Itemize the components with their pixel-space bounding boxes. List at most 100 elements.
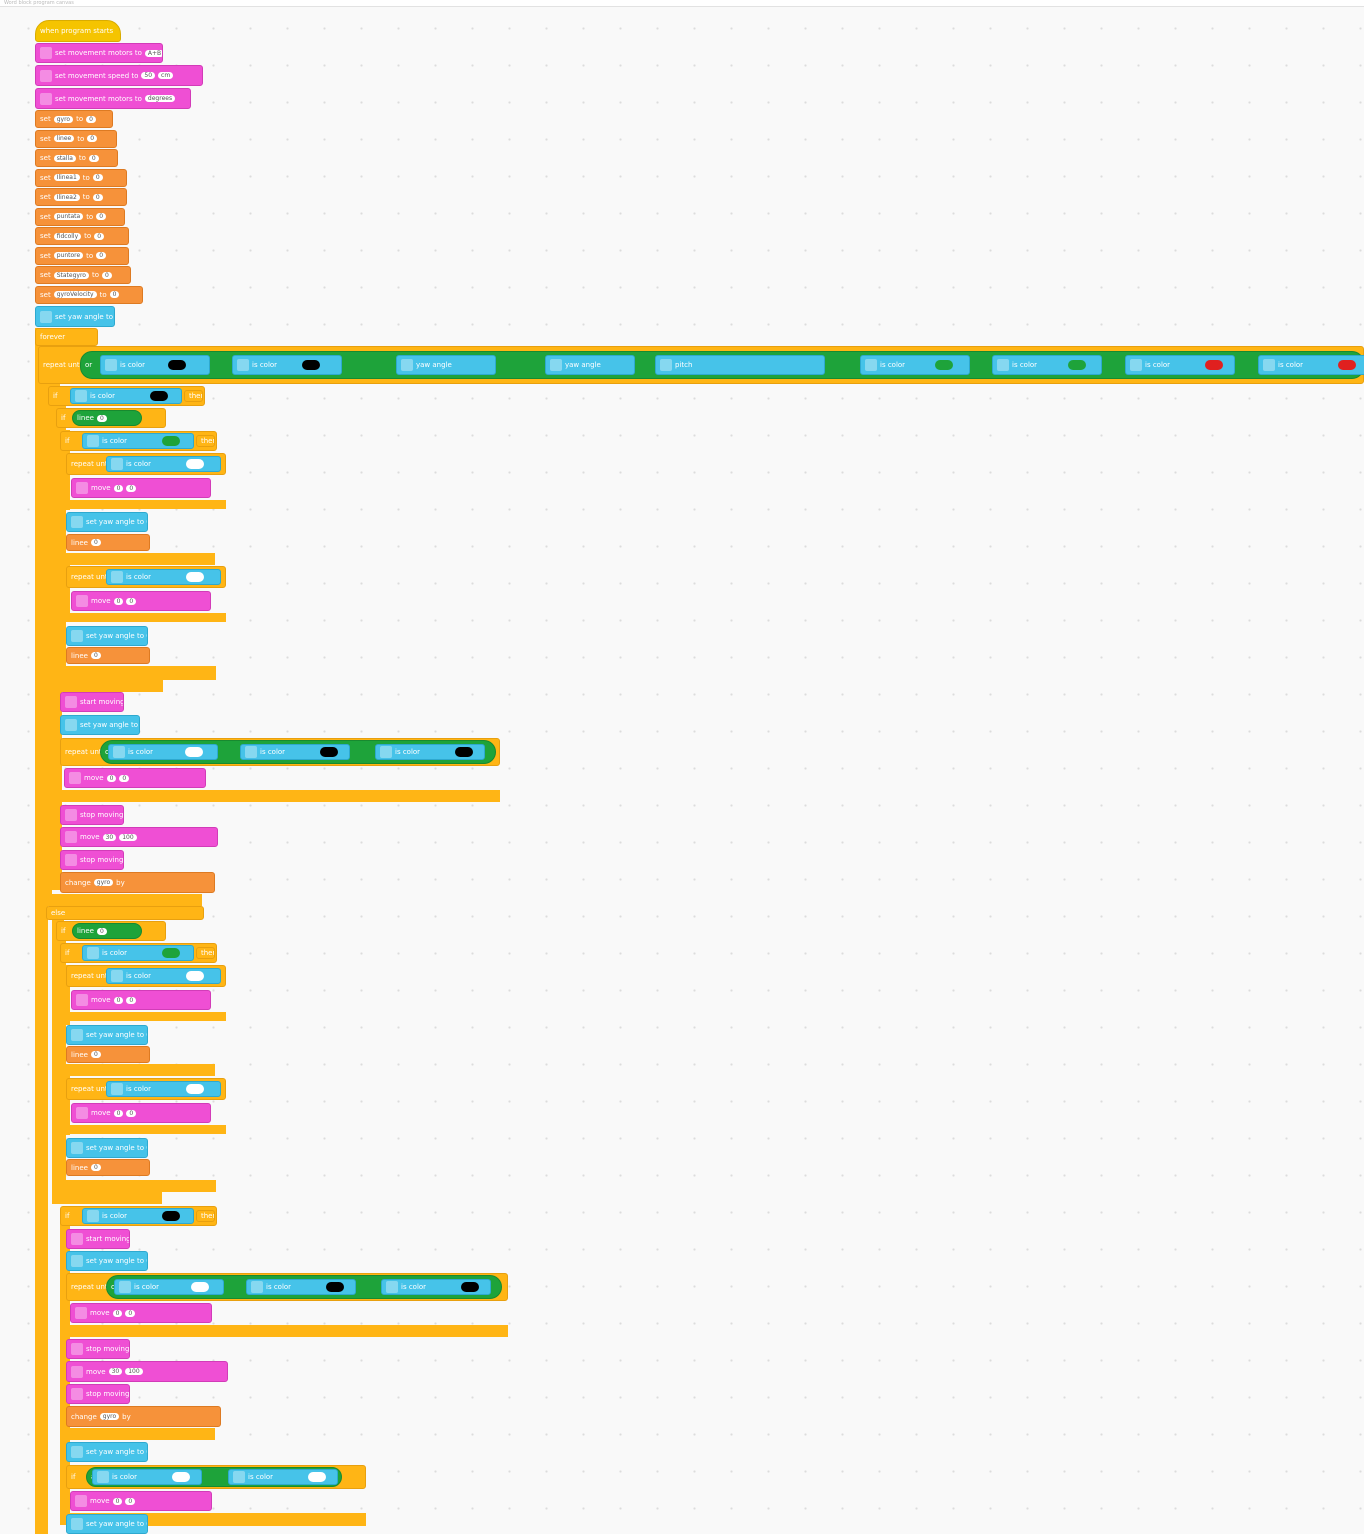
block-input[interactable]: Ilinea1 — [53, 174, 80, 181]
block-input[interactable]: gyro — [53, 115, 74, 123]
color-swatch-black[interactable] — [302, 360, 320, 370]
block-input[interactable]: 0 — [126, 1109, 137, 1117]
block-input[interactable]: puntore — [53, 252, 84, 259]
block-input[interactable]: 0 — [96, 213, 107, 220]
color-swatch-red[interactable] — [1205, 360, 1223, 370]
stop-moving-block[interactable]: stop moving — [60, 850, 124, 870]
reset-yaw-block[interactable]: set yaw angle to 0 — [60, 715, 140, 735]
block-input[interactable]: 0 — [92, 193, 103, 201]
block-input[interactable]: cm — [158, 72, 174, 79]
block-input[interactable]: 30 — [102, 833, 117, 841]
reset-yaw-block[interactable]: set yaw angle to 0 — [66, 1514, 148, 1534]
block-input[interactable]: gyro — [93, 879, 114, 886]
block-input[interactable]: puntata — [53, 213, 84, 220]
yaw-angle-reporter[interactable]: yaw angle — [396, 355, 496, 375]
color-swatch-white[interactable] — [186, 572, 204, 582]
then-label[interactable]: then — [196, 435, 215, 447]
block-input[interactable]: Ilinea2 — [53, 193, 80, 201]
color-swatch-white[interactable] — [186, 459, 204, 469]
forever-block[interactable]: forever — [35, 328, 98, 346]
block-input[interactable]: 0 — [90, 1164, 101, 1171]
block-input[interactable]: 100 — [119, 833, 137, 841]
reset-yaw-block[interactable]: set yaw angle to 0 — [66, 1025, 148, 1045]
block-input[interactable]: 0 — [109, 291, 120, 298]
color-sensor-condition[interactable]: is color — [232, 355, 342, 375]
stop-moving-block[interactable]: stop moving — [66, 1339, 130, 1359]
block-input[interactable]: 0 — [113, 597, 124, 605]
block-input[interactable]: 0 — [113, 1109, 124, 1117]
block-input[interactable]: 0 — [126, 996, 137, 1004]
block-input[interactable]: 0 — [88, 154, 99, 162]
block-input[interactable]: 100 — [125, 1368, 143, 1375]
block-input[interactable]: 0 — [125, 1309, 136, 1317]
color-swatch-white[interactable] — [172, 1472, 190, 1482]
stop-moving-block[interactable]: stop moving — [66, 1384, 130, 1404]
color-sensor-condition[interactable]: is color — [860, 355, 970, 375]
color-swatch-black[interactable] — [326, 1282, 344, 1292]
color-swatch-black[interactable] — [168, 360, 186, 370]
block-input[interactable]: 0 — [126, 597, 137, 605]
color-swatch-black[interactable] — [150, 391, 168, 401]
block-input[interactable]: fidcolly — [53, 232, 82, 240]
color-swatch-red[interactable] — [1338, 360, 1356, 370]
block-input[interactable]: 0 — [86, 115, 96, 123]
block-input[interactable]: 0 — [112, 1309, 123, 1317]
pitch-reporter[interactable]: pitch — [655, 355, 825, 375]
block-input[interactable]: 0 — [96, 414, 107, 422]
reset-yaw-block[interactable]: set yaw angle to 0 — [66, 1251, 148, 1271]
block-input[interactable]: Stategyro — [53, 271, 89, 279]
block-input[interactable]: degrees — [144, 95, 176, 102]
block-input[interactable]: 0 — [101, 271, 112, 279]
yaw-angle-reporter[interactable]: yaw angle — [545, 355, 635, 375]
color-swatch-green[interactable] — [935, 360, 953, 370]
block-input[interactable]: 0 — [126, 484, 137, 492]
block-input[interactable]: gyroVelocity — [53, 291, 97, 298]
color-swatch-white[interactable] — [185, 747, 203, 757]
color-swatch-white[interactable] — [186, 971, 204, 981]
color-swatch-green[interactable] — [162, 436, 180, 446]
block-input[interactable]: 0 — [113, 484, 124, 492]
block-input[interactable]: 0 — [92, 174, 103, 181]
block-input[interactable]: 50 — [141, 72, 156, 79]
stop-moving-block[interactable]: stop moving — [60, 805, 124, 825]
color-swatch-black[interactable] — [162, 1211, 180, 1221]
color-swatch-white[interactable] — [308, 1472, 326, 1482]
color-swatch-black[interactable] — [320, 747, 338, 757]
block-input[interactable]: 0 — [119, 774, 130, 782]
block-input[interactable]: 0 — [87, 135, 98, 142]
then-label[interactable]: then — [196, 947, 215, 959]
else-label[interactable]: else — [46, 906, 204, 920]
then-label[interactable]: then — [184, 390, 203, 402]
block-input[interactable]: 0 — [112, 1497, 123, 1505]
color-sensor-condition[interactable]: is color — [100, 355, 210, 375]
block-input[interactable]: 0 — [96, 927, 107, 935]
color-swatch-green[interactable] — [162, 948, 180, 958]
block-input[interactable]: stalla — [53, 154, 76, 162]
reset-yaw-block[interactable]: set yaw angle to 0 — [66, 626, 148, 646]
color-swatch-green[interactable] — [1068, 360, 1086, 370]
color-swatch-black[interactable] — [455, 747, 473, 757]
